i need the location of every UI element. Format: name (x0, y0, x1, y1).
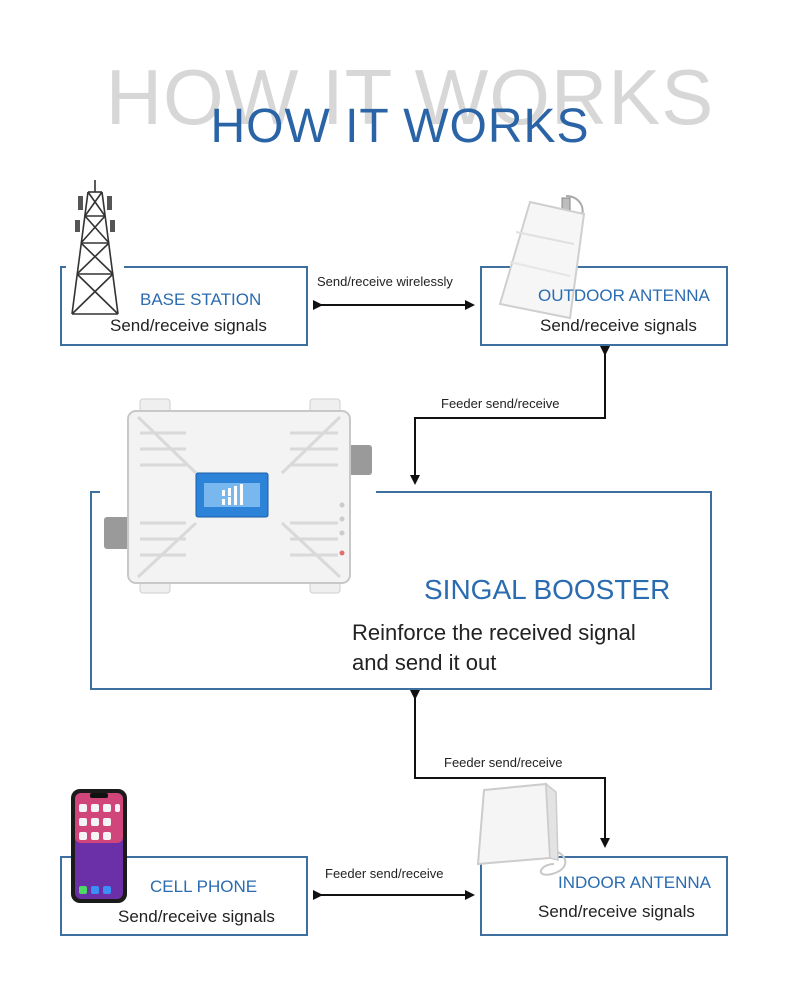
indoor-antenna-title: INDOOR ANTENNA (558, 873, 712, 892)
booster-title: SINGAL BOOSTER (424, 574, 671, 605)
booster-indoor-label: Feeder send/receive (444, 755, 563, 770)
booster-line-2: and send it out (352, 650, 497, 675)
cell-tower-icon (66, 178, 124, 318)
outdoor-booster-label: Feeder send/receive (441, 396, 560, 411)
booster-line-1: Reinforce the received signal (352, 620, 636, 645)
booster-indoor-connector (410, 690, 610, 848)
base-station-title: BASE STATION (140, 290, 262, 309)
outdoor-antenna-subtitle: Send/receive signals (540, 316, 697, 335)
ghost-title: HOW IT WORKS (105, 53, 715, 141)
smartphone-icon (71, 789, 127, 903)
outdoor-antenna-box (480, 266, 728, 346)
base-station-subtitle: Send/receive signals (110, 316, 267, 335)
base-outdoor-label: Send/receive wirelessly (317, 274, 453, 289)
outdoor-antenna-title: OUTDOOR ANTENNA (538, 286, 710, 305)
cell-phone-title: CELL PHONE (150, 877, 258, 896)
indoor-antenna-subtitle: Send/receive signals (538, 902, 695, 921)
signal-booster-icon (100, 393, 376, 601)
cell-phone-subtitle: Send/receive signals (118, 907, 275, 926)
page-title: HOW IT WORKS (210, 100, 590, 153)
outdoor-antenna-icon (498, 195, 586, 320)
indoor-antenna-box (480, 856, 728, 936)
phone-indoor-label: Feeder send/receive (325, 866, 444, 881)
outdoor-booster-connector (410, 346, 610, 485)
